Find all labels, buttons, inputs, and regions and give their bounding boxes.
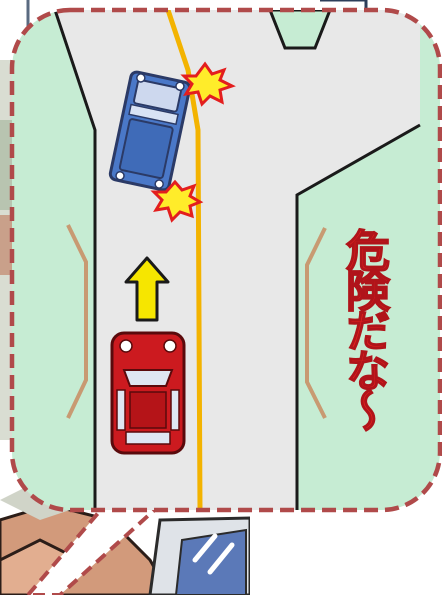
center-line	[165, 10, 203, 510]
impact-burst-icon	[150, 179, 204, 223]
impact-burst-icon	[180, 61, 236, 107]
exclamation-caption: 危険だな〜	[337, 227, 390, 429]
median-island	[267, 10, 333, 50]
red-car-icon	[110, 331, 186, 455]
up-arrow-icon	[124, 256, 170, 322]
blue-car-icon	[108, 70, 192, 192]
